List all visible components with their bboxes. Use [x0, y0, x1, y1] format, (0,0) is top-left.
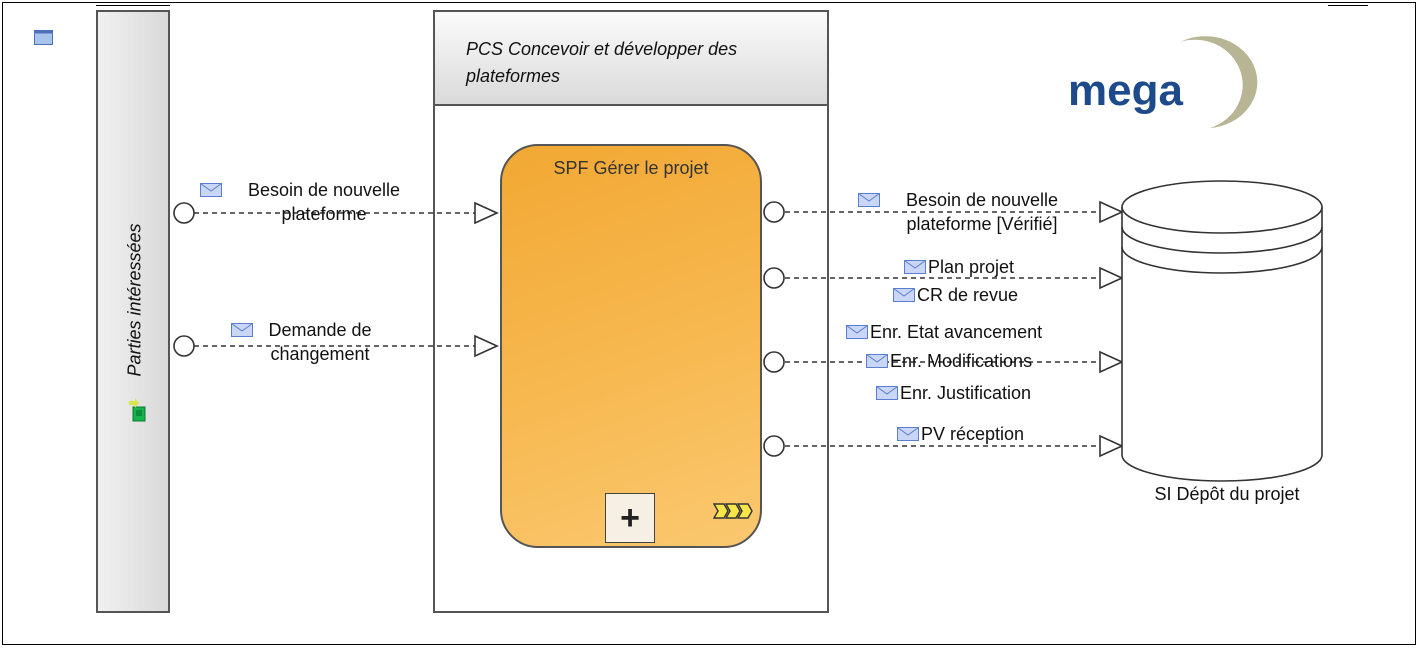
data-store-cylinder	[1121, 180, 1323, 482]
input-port-store-4	[1099, 434, 1124, 458]
message-icon	[897, 427, 919, 441]
message-icon	[904, 260, 926, 274]
message-review[interactable]: CR de revue	[893, 283, 1018, 307]
message-justification[interactable]: Enr. Justification	[876, 381, 1031, 405]
message-icon	[893, 288, 915, 302]
message-plan[interactable]: Plan projet	[904, 255, 1014, 279]
window-icon	[34, 30, 53, 45]
message-icon	[866, 354, 888, 368]
message-icon	[200, 183, 222, 197]
message-change[interactable]: Demande de changement	[231, 318, 385, 366]
output-port-plan	[763, 267, 785, 289]
message-need-verified[interactable]: Besoin de nouvelle plateforme [Vérifié]	[858, 188, 1082, 236]
message-reception[interactable]: PV réception	[897, 422, 1024, 446]
flow-arrows-icon	[713, 503, 753, 519]
message-justification-label: Enr. Justification	[900, 383, 1032, 403]
input-port-store-3	[1099, 350, 1124, 374]
message-change-label: Demande de changement	[268, 320, 372, 364]
output-port-change	[173, 335, 195, 357]
message-modifications-label: Enr. Modifications	[890, 351, 1033, 371]
container-header	[435, 12, 827, 106]
user-green-icon	[129, 398, 146, 422]
message-need-verified-label: Besoin de nouvelle plateforme [Vérifié]	[905, 190, 1059, 234]
input-port-need	[474, 201, 499, 225]
subprocess-box[interactable]: SPF Gérer le projet	[500, 144, 762, 548]
expand-subprocess-button[interactable]: +	[605, 493, 655, 543]
message-modifications[interactable]: Enr. Modifications	[866, 349, 1032, 373]
svg-text:mega: mega	[1068, 66, 1183, 115]
message-icon	[846, 325, 868, 339]
output-port-need	[173, 202, 195, 224]
message-progress[interactable]: Enr. Etat avancement	[846, 320, 1042, 344]
top-line-segment	[96, 5, 170, 6]
data-store-label: SI Dépôt du projet	[1154, 484, 1300, 504]
participant-lane[interactable]	[96, 10, 170, 613]
top-line-segment	[1328, 5, 1368, 6]
output-port-reception	[763, 435, 785, 457]
input-port-store-2	[1099, 266, 1124, 290]
plus-icon: +	[620, 499, 640, 537]
message-reception-label: PV réception	[921, 424, 1025, 444]
message-plan-label: Plan projet	[928, 257, 1015, 277]
container-title: PCS Concevoir et développer des platefor…	[466, 39, 738, 86]
message-icon	[876, 386, 898, 400]
input-port-store-1	[1099, 200, 1124, 224]
output-port-need-verified	[763, 201, 785, 223]
input-port-change	[474, 334, 499, 358]
message-icon	[858, 193, 880, 207]
message-need-label: Besoin de nouvelle plateforme	[247, 180, 401, 224]
message-icon	[231, 323, 253, 337]
message-need[interactable]: Besoin de nouvelle plateforme	[200, 178, 424, 226]
output-port-records	[763, 351, 785, 373]
message-progress-label: Enr. Etat avancement	[870, 322, 1043, 342]
message-review-label: CR de revue	[917, 285, 1019, 305]
mega-logo: mega	[1068, 36, 1258, 128]
subprocess-title: SPF Gérer le projet	[553, 158, 709, 178]
